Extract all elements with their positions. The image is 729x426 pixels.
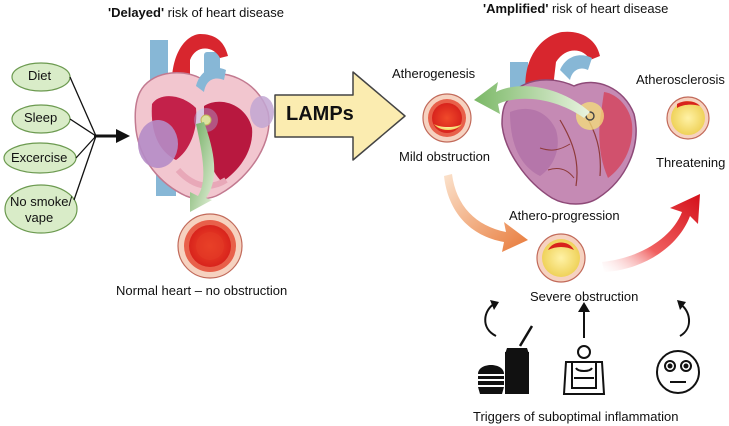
normal-artery-cross-section	[177, 213, 243, 279]
triggers-label: Triggers of suboptimal inflammation	[473, 409, 679, 424]
green-arrow-down	[190, 122, 215, 212]
severe-obstruction-label: Severe obstruction	[530, 289, 639, 304]
right-title: 'Amplified' risk of heart disease	[483, 1, 669, 16]
normal-heart-label: Normal heart – no obstruction	[116, 283, 288, 298]
diseased-heart-illustration	[501, 31, 637, 205]
exercise-label: Excercise	[11, 150, 68, 165]
sick-face-icon	[656, 350, 700, 394]
left-title-bold: 'Delayed'	[108, 5, 165, 20]
no-smoke-label: No smoke/	[10, 194, 73, 209]
lamps-arrow	[274, 71, 406, 161]
trigger-arrows	[484, 300, 690, 338]
atherogenesis-label: Atherogenesis	[392, 66, 476, 81]
atherosclerosis-label: Atherosclerosis	[636, 72, 725, 87]
atherogenesis-cross-section	[422, 93, 472, 143]
vape-label: vape	[25, 210, 54, 225]
right-title-rest: risk of heart disease	[548, 1, 669, 16]
left-title: 'Delayed' risk of heart disease	[108, 5, 284, 20]
red-arrow	[602, 194, 700, 272]
no-smoke-ellipse	[4, 184, 78, 234]
orange-arrow	[444, 174, 528, 252]
diet-label: Diet	[28, 68, 52, 83]
atherosclerosis-cross-section	[666, 96, 710, 140]
sleep-label: Sleep	[24, 110, 58, 125]
mild-obstruction-label: Mild obstruction	[399, 149, 491, 164]
lamps-label: LAMPs	[286, 103, 354, 125]
severe-obstruction-cross-section	[536, 233, 586, 283]
fast-food-icon	[478, 325, 534, 394]
green-arrow-left	[474, 82, 590, 118]
person-on-couch-icon	[562, 345, 606, 395]
converging-lines	[69, 76, 97, 201]
threatening-label: Threatening	[656, 155, 726, 170]
lifestyle-arrow	[94, 129, 130, 143]
left-title-rest: risk of heart disease	[164, 5, 284, 20]
right-title-bold: 'Amplified'	[483, 1, 549, 16]
athero-progression-label: Athero-progression	[509, 208, 620, 223]
